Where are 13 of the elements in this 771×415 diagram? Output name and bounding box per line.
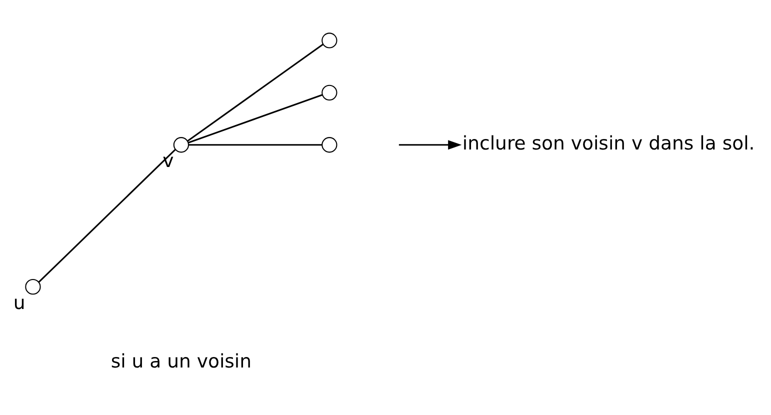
node-text: inclure son voisin v dans la sol. (462, 133, 755, 154)
node-circle (25, 279, 41, 295)
node-circle (322, 137, 338, 153)
node-label: u (13, 293, 26, 314)
connector (188, 94, 323, 144)
connector (38, 148, 176, 283)
connector (188, 144, 322, 146)
arrow (398, 140, 462, 150)
node-circle (322, 32, 338, 48)
node-circle (173, 137, 190, 153)
node-circle (322, 84, 338, 100)
label: si u a un voisin (110, 352, 252, 373)
connector (187, 44, 324, 142)
